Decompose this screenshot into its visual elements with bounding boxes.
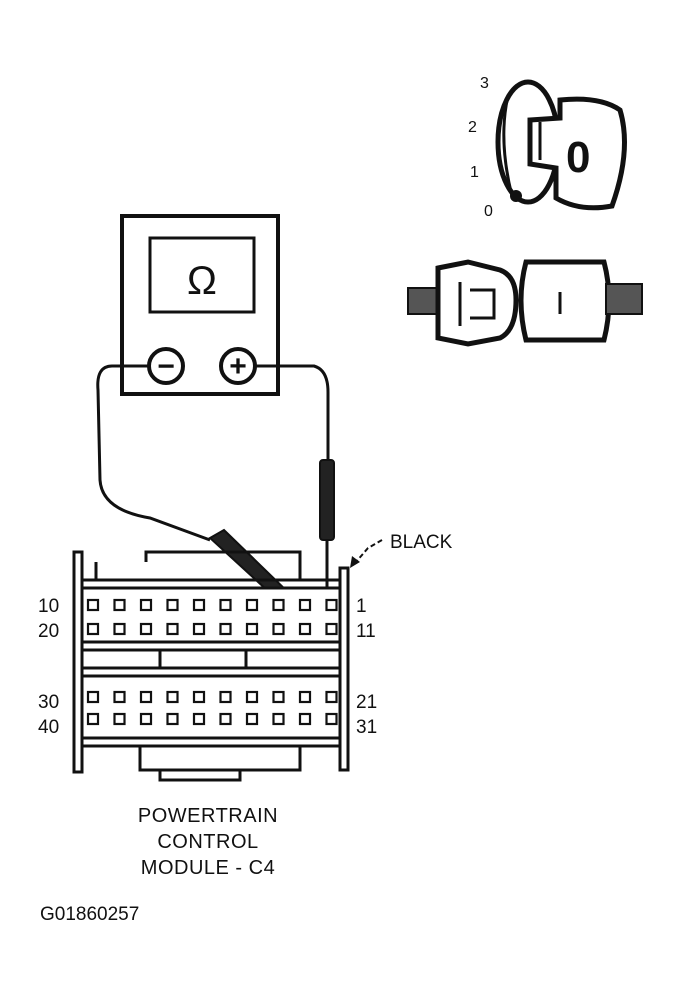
ignition-position-2: 2 (468, 119, 477, 136)
connector-pin-cavity (192, 598, 206, 612)
connector-pin-cavity (325, 712, 338, 726)
connector-pin-cavity (113, 598, 126, 612)
negative-terminal-symbol: − (157, 350, 175, 383)
ignition-position-3: 3 (480, 75, 489, 92)
key-label: 0 (566, 133, 590, 182)
connector-pin-cavity (139, 712, 153, 726)
connector-pin-cavity (245, 712, 259, 726)
connector-pins (86, 598, 338, 726)
caption-line-2: CONTROL (157, 831, 258, 853)
connector-pin-cavity (219, 712, 232, 726)
ohmmeter: Ω − + (120, 214, 280, 396)
connector-pin-cavity (192, 712, 206, 726)
connector-pin-cavity (86, 712, 100, 726)
connector-pin-cavity (219, 622, 232, 636)
connector-pin-cavity (166, 712, 179, 726)
ignition-position-1: 1 (470, 164, 479, 181)
row2-left-pin-number: 20 (38, 621, 59, 642)
connector-pin-cavity (245, 690, 259, 704)
positive-terminal-symbol: + (229, 350, 247, 383)
row1-left-pin-number: 10 (38, 596, 59, 617)
connector-pin-cavity (272, 598, 285, 612)
connector-pin-cavity (298, 598, 312, 612)
caption-line-3: MODULE - C4 (141, 857, 275, 879)
row2-right-pin-number: 11 (356, 621, 376, 642)
caption-line-1: POWERTRAIN (138, 805, 278, 827)
row4-left-pin-number: 40 (38, 717, 59, 738)
positive-lead-wire (255, 364, 330, 460)
meter-display (148, 236, 256, 314)
row3-left-pin-number: 30 (38, 692, 59, 713)
connector-pin-cavity (192, 622, 206, 636)
connector-pin-cavity (272, 690, 285, 704)
connector-pin-cavity (325, 598, 338, 612)
inline-connector-illustration (407, 259, 643, 347)
connector-pin-cavity (298, 622, 312, 636)
connector-pin-cavity (219, 598, 232, 612)
connector-pin-cavity (298, 712, 312, 726)
ignition-position-0: 0 (484, 203, 493, 220)
connector-color-label: BLACK (390, 532, 453, 553)
connector-pin-cavity (139, 690, 153, 704)
connector-pin-cavity (325, 622, 338, 636)
connector-pin-cavity (219, 690, 232, 704)
figure-id: G01860257 (40, 904, 139, 925)
ohm-symbol: Ω (187, 259, 217, 303)
connector-pin-cavity (298, 690, 312, 704)
negative-lead-wire (96, 364, 211, 542)
connector-pin-cavity (113, 690, 126, 704)
pcm-connector-c4: 10 20 30 40 1 11 21 31 (38, 550, 377, 782)
connector-pin-cavity (86, 690, 100, 704)
row1-right-pin-number: 1 (356, 596, 367, 617)
connector-pin-cavity (113, 712, 126, 726)
row4-right-pin-number: 31 (356, 717, 377, 738)
connector-pin-cavity (166, 622, 179, 636)
connector-pin-cavity (272, 622, 285, 636)
connector-pin-cavity (139, 622, 153, 636)
position-indicator-dot (510, 190, 522, 202)
connector-pin-cavity (166, 598, 179, 612)
connector-pin-cavity (113, 622, 126, 636)
connector-pin-cavity (272, 712, 285, 726)
connector-pin-cavity (245, 622, 259, 636)
test-leads (96, 364, 330, 542)
row3-right-pin-number: 21 (356, 692, 377, 713)
connector-pin-cavity (139, 598, 153, 612)
connector-pin-cavity (86, 622, 100, 636)
connector-pin-cavity (86, 598, 100, 612)
connector-pin-cavity (166, 690, 179, 704)
ignition-switch-illustration: 3 2 1 0 0 (468, 75, 627, 220)
connector-pin-cavity (245, 598, 259, 612)
connector-pin-cavity (325, 690, 338, 704)
connector-pin-cavity (192, 690, 206, 704)
connector-color-callout: BLACK (350, 532, 453, 568)
